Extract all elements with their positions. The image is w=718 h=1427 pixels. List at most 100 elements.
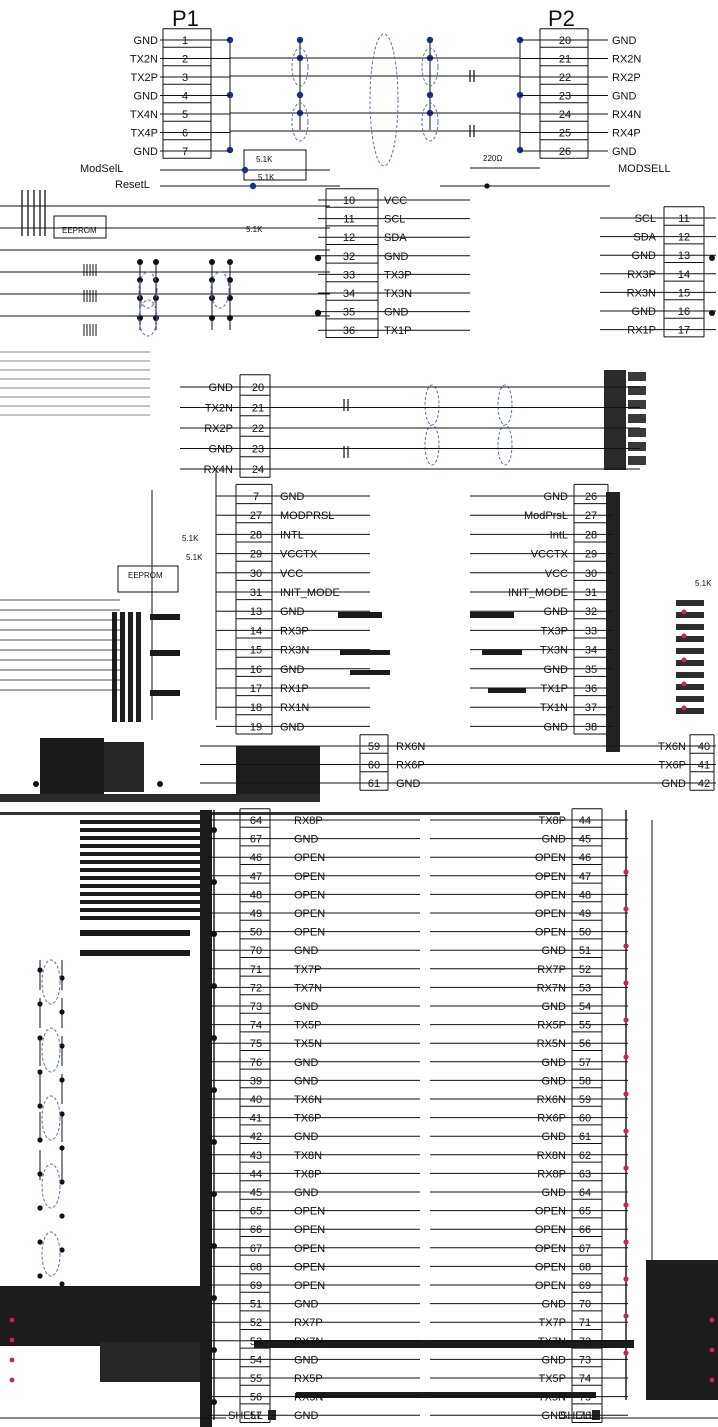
pin-number: 55 [250,1373,262,1385]
pin-number: 63 [579,1168,591,1180]
pin-pad [628,386,646,395]
junction-dot [137,259,143,265]
pin-number: 14 [678,269,690,281]
junction-dot [709,255,715,261]
pin-pad [676,660,704,666]
accent-dot [681,705,687,711]
pin-pad [676,648,704,654]
accent-dot [623,1165,629,1171]
eeprom-label-2: EEPROM [128,571,163,580]
pin-label: RX3P [627,269,656,281]
pin-label: OPEN [294,1243,325,1255]
dense-block [104,742,144,792]
pin-label: INIT_MODE [280,587,340,599]
pin-number: 12 [678,232,690,244]
resistor-label-1: 5.1K [256,155,273,164]
pin-label: GND [544,721,569,733]
pin-number: 17 [678,325,690,337]
pin-label: OPEN [535,1206,566,1218]
pin-number: 67 [579,1243,591,1255]
pin-number: 39 [250,1075,262,1087]
junction-dot [59,1043,65,1049]
pin-label: TX8P [538,815,566,827]
pin-number: 75 [579,1392,591,1404]
diff-pair-ring [421,47,439,87]
pin-number: 58 [579,1075,591,1087]
accent-dot [623,943,629,949]
junction-dot [314,254,322,262]
junction-dot [59,1077,65,1083]
pin-number: 76 [579,1410,591,1422]
pin-label: GND [542,1410,567,1422]
pin-label: GND [542,1131,567,1143]
pin-number: 69 [579,1280,591,1292]
pin-number: 7 [253,491,259,503]
resistor-label-5: 5.1K [186,553,203,562]
junction-dot [227,315,233,321]
pin-number: 61 [579,1131,591,1143]
junction-dot [211,827,217,833]
accent-dot [681,657,687,663]
dense-block [236,746,320,794]
labels: P1 P2 ModSelL ResetL MODSELL EEPROM EEPR… [62,6,712,1422]
accent-dot [9,1317,15,1323]
pin-number: 73 [250,1001,262,1013]
thick-trace [150,650,180,656]
pin-label: SCL [384,214,405,226]
accent-dot [681,681,687,687]
dense-bus [80,930,190,936]
pin-number: 43 [250,1150,262,1162]
diff-pair-ring [210,271,230,309]
shell-left: SHELL [228,1410,263,1422]
pin-pad [628,456,646,465]
pin-label: OPEN [535,1280,566,1292]
pin-number: 42 [698,778,710,790]
diff-pair-ring [497,384,513,426]
pin-pad [628,428,646,437]
pin-number: 20 [252,382,264,394]
junction-dot [241,166,249,174]
pin-label: TX3P [384,269,412,281]
pin-label: RX6N [396,741,425,753]
pin-number: 23 [559,91,571,103]
pin-label: RX4P [612,128,641,140]
junction-dot [37,967,43,973]
pin-label: RX3N [280,645,309,657]
pin-label: GND [542,1187,567,1199]
main-right-row: 69 OPEN [430,1273,628,1292]
pin-label: GND [542,1075,567,1087]
pin-number: 67 [250,1243,262,1255]
pin-label: VCCTX [531,549,569,561]
pin-label: VCC [384,195,407,207]
pin-number: 71 [579,1317,591,1329]
junction-dot [211,1139,217,1145]
resistor-label-2: 5.1K [258,173,275,182]
pin-number: 59 [579,1094,591,1106]
dense-bus [80,860,204,864]
pin-label: TX1P [540,683,568,695]
accent-dot [709,1347,715,1353]
resistor-label-6: 5.1K [695,579,712,588]
thick-trace [350,670,390,675]
accent-dot [9,1357,15,1363]
